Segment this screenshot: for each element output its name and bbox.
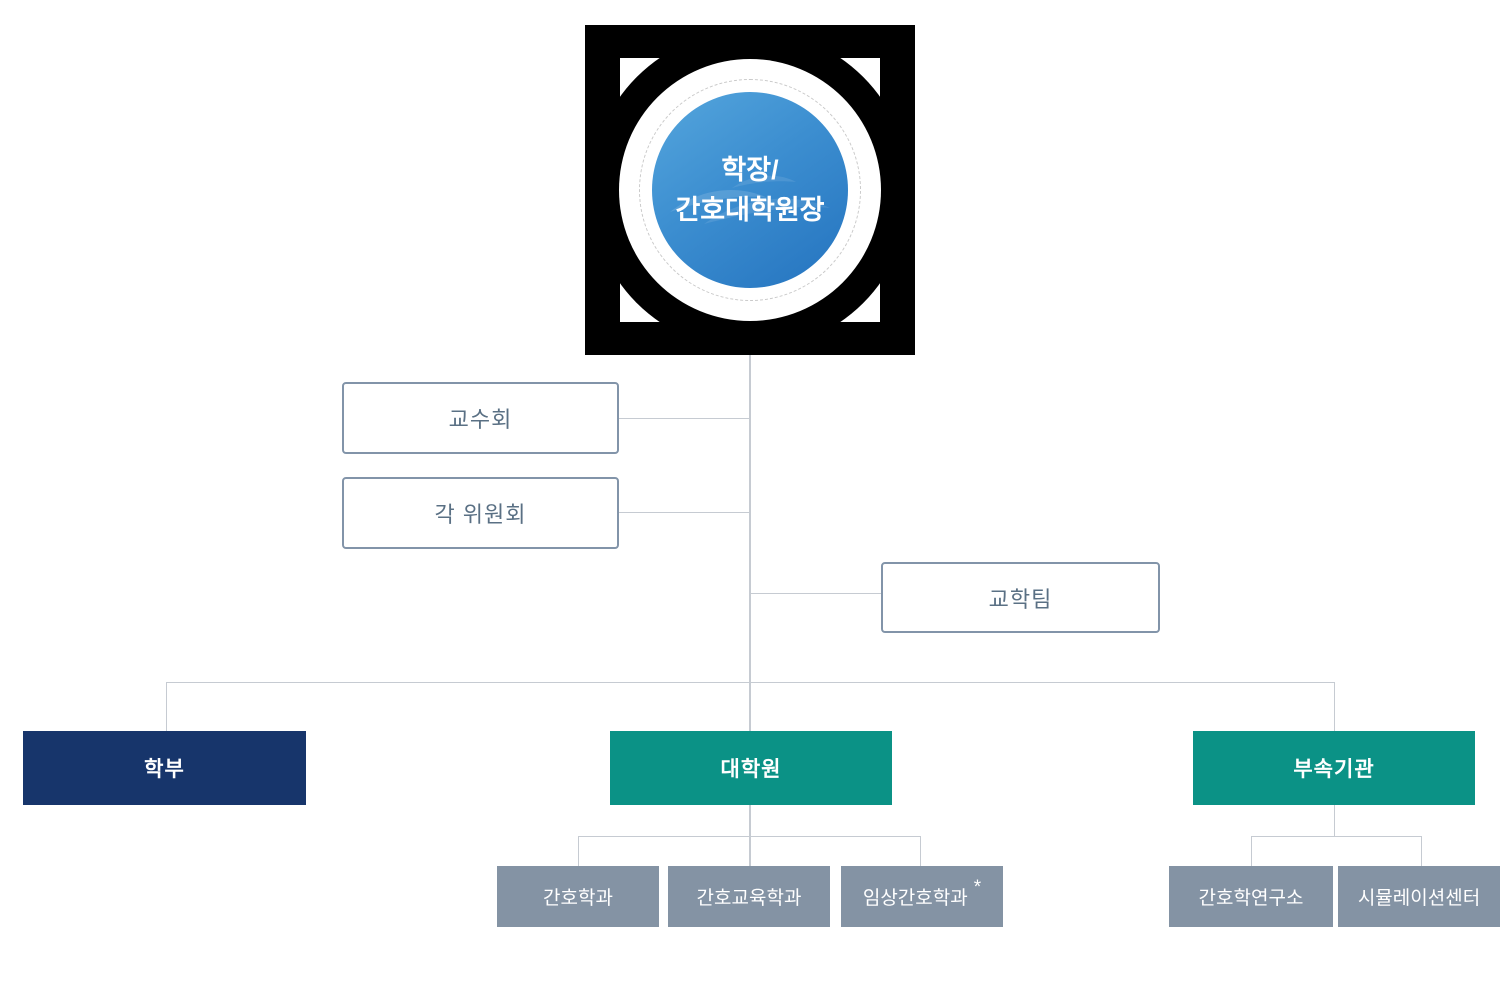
box-committees: 각 위원회 (342, 477, 619, 549)
box-annex-organizations: 부속기관 (1193, 731, 1475, 805)
dean-circle: 학장/ 간호대학원장 (652, 92, 848, 288)
box-faculty-council: 교수회 (342, 382, 619, 454)
box-nursing-research-institute-label: 간호학연구소 (1198, 888, 1304, 909)
connector-main-branch (166, 682, 1335, 683)
connector-grad-drop-2 (749, 836, 751, 866)
badge-dashed-ring (639, 79, 861, 301)
box-undergraduate-label: 학부 (144, 758, 185, 781)
box-dept-nursing-label: 간호학과 (543, 888, 613, 909)
connector-grad-drop-3 (920, 836, 921, 866)
box-academic-team: 교학팀 (881, 562, 1160, 633)
box-nursing-research-institute: 간호학연구소 (1169, 866, 1333, 927)
connector-annex-drop-2 (1421, 836, 1422, 866)
connector-drop-annex (1334, 682, 1335, 731)
connector-faculty-council (619, 418, 750, 419)
box-simulation-center: 시뮬레이션센터 (1338, 866, 1500, 927)
connector-grad-drop-1 (578, 836, 579, 866)
connector-annex-stem (1334, 805, 1335, 837)
box-simulation-center-label: 시뮬레이션센터 (1357, 888, 1481, 909)
box-dept-nursing-education: 간호교육학과 (668, 866, 830, 927)
box-dept-clinical-nursing: 임상간호학과 * (841, 866, 1003, 927)
box-dept-clinical-nursing-label: 임상간호학과 (862, 888, 968, 909)
connector-dean-stem (749, 318, 751, 732)
connector-committees (619, 512, 750, 513)
connector-grad-stem (749, 805, 751, 837)
swoosh-watermark-icon (670, 175, 830, 224)
box-graduate-school: 대학원 (610, 731, 892, 805)
box-academic-team-label: 교학팀 (988, 586, 1053, 612)
box-faculty-council-label: 교수회 (448, 407, 513, 432)
box-annex-organizations-label: 부속기관 (1293, 758, 1375, 781)
dean-title: 학장/ 간호대학원장 (652, 92, 848, 288)
dean-title-line2: 간호대학원장 (675, 195, 825, 225)
connector-annex-branch (1251, 836, 1422, 837)
box-graduate-school-label: 대학원 (720, 758, 782, 781)
box-committees-label: 각 위원회 (434, 502, 527, 527)
box-dept-nursing: 간호학과 (497, 866, 659, 927)
connector-annex-drop-1 (1251, 836, 1252, 866)
connector-academic-team (750, 593, 881, 594)
dean-badge: 학장/ 간호대학원장 (585, 25, 915, 355)
dean-title-line1: 학장/ (721, 155, 779, 185)
box-dept-nursing-education-label: 간호교육학과 (696, 888, 802, 909)
connector-drop-undergrad (166, 682, 167, 731)
box-undergraduate: 학부 (23, 731, 306, 805)
